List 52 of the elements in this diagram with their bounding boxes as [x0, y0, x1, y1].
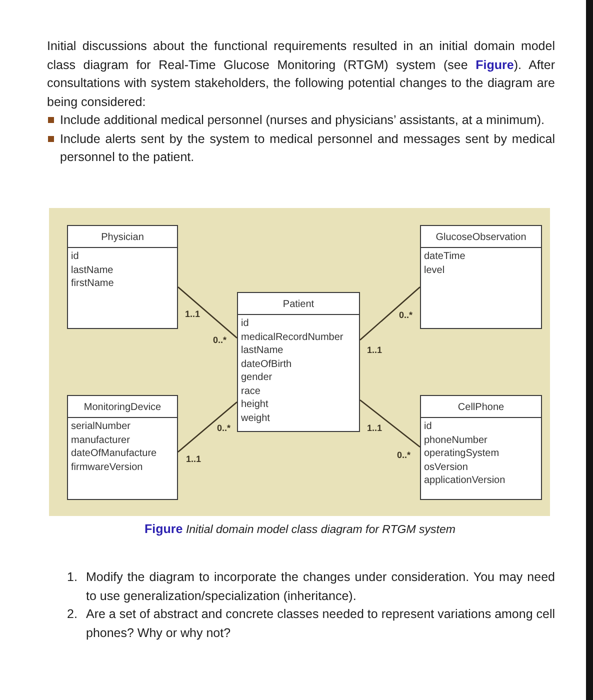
attribute-name: id — [424, 420, 432, 434]
question-text: Modify the diagram to incorporate the changes under consideration. You may need to use generalization/specialization (inheritance). — [86, 569, 555, 605]
list-number: 2. — [67, 606, 78, 623]
bullet-point-text: Include alerts sent by the system to medical personnel and messages sent by medical personnel to the patient. — [60, 130, 555, 166]
attribute-name: applicationVersion — [424, 474, 506, 488]
attribute-name: medicalRecordNumber — [241, 330, 344, 344]
class-name: Patient — [282, 299, 314, 310]
class-name: MonitoringDevice — [84, 402, 162, 413]
attribute-name: level — [424, 264, 445, 277]
figure-caption: Figure Initial domain model class diagram for RTGM system — [144, 522, 456, 536]
attribute-name: id — [241, 317, 249, 330]
attribute-name: dateOfBirth — [241, 358, 292, 371]
list-number: 1. — [67, 569, 78, 586]
attribute-name: firmwareVersion — [71, 460, 143, 474]
attribute-name: weight — [241, 412, 270, 425]
intro-paragraph: Initial discussions about the functional requirements resulted in an initial domain model class diagram for Real-Time Glucose Monitoring (RTGM) system (see Figure). After consultations with system stakeholders, the following potential changes to the diagram are being considered: — [47, 38, 555, 111]
multiplicity-label: 0..* — [213, 336, 227, 345]
attribute-name: gender — [241, 371, 272, 384]
question-text: Are a set of abstract and concrete classes needed to represent variations among cell phones? Why or why not? — [86, 606, 555, 642]
class-box — [237, 292, 360, 432]
attribute-name: firstName — [71, 277, 114, 290]
association-line — [178, 402, 238, 452]
multiplicity-label: 0..* — [217, 424, 231, 433]
multiplicity-label: 1..1 — [367, 424, 382, 433]
attribute-name: race — [241, 384, 260, 398]
bullet-point-text: Include additional medical personnel (nurses and physicians’ assistants, at a minimum). — [60, 112, 546, 129]
multiplicity-label: 1..1 — [367, 346, 382, 355]
multiplicity-label: 1..1 — [185, 310, 200, 319]
multiplicity-label: 0..* — [397, 451, 411, 460]
attribute-name: osVersion — [424, 460, 468, 474]
multiplicity-label: 1..1 — [186, 455, 202, 464]
class-box — [67, 225, 178, 329]
association-line — [178, 286, 238, 338]
association-line — [360, 399, 420, 448]
attribute-name: lastName — [241, 344, 284, 358]
attribute-name: dateOfManufacture — [71, 447, 157, 460]
attribute-name: phoneNumber — [424, 434, 488, 447]
class-box — [420, 395, 542, 500]
attribute-name: dateTime — [424, 250, 466, 264]
multiplicity-label: 0..* — [399, 311, 413, 320]
class-name: Physician — [101, 232, 144, 243]
attribute-name: serialNumber — [71, 420, 130, 434]
attribute-name: lastName — [71, 264, 114, 277]
attribute-name: manufacturer — [71, 434, 130, 447]
class-box — [67, 395, 178, 500]
class-name: CellPhone — [458, 402, 504, 413]
class-name: GlucoseObservation — [436, 232, 526, 243]
association-line — [360, 286, 420, 340]
attribute-name: id — [71, 250, 79, 264]
attribute-name: height — [241, 398, 268, 412]
class-box — [420, 225, 542, 329]
attribute-name: operatingSystem — [424, 447, 500, 460]
